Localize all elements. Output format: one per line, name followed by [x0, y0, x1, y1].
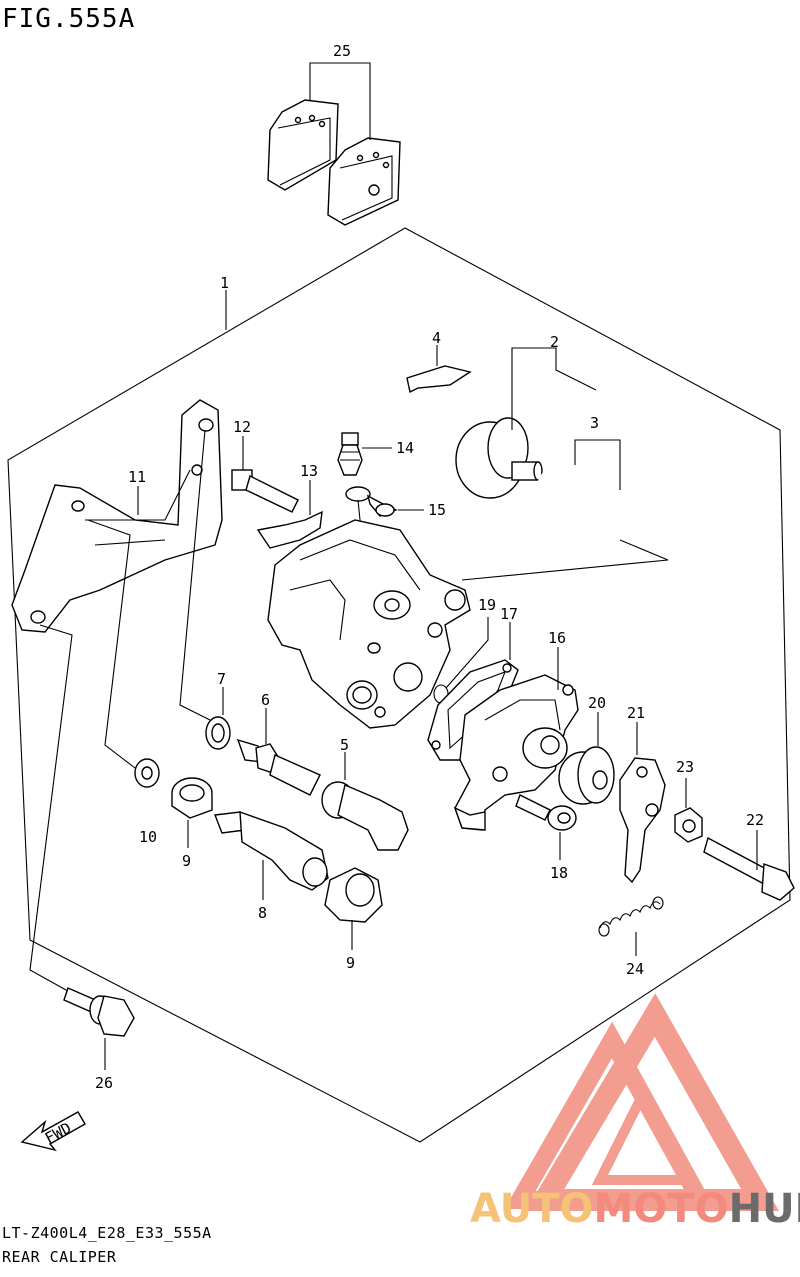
callout-9b: 9 — [346, 954, 355, 972]
callout-10: 10 — [139, 828, 157, 846]
callout-4: 4 — [432, 329, 441, 347]
watermark-logo — [504, 993, 779, 1211]
callout-11: 11 — [128, 468, 146, 486]
slide-pin-lower — [214, 810, 329, 891]
callout-7: 7 — [217, 670, 226, 688]
leader-19 — [445, 617, 489, 689]
return-spring — [598, 896, 664, 937]
callout-17: 17 — [500, 605, 518, 623]
parking-brake-housing — [453, 674, 579, 831]
callout-23: 23 — [676, 758, 694, 776]
callout-14: 14 — [396, 439, 414, 457]
callout-15: 15 — [428, 501, 446, 519]
leader-11c — [179, 429, 211, 721]
pad-spring — [406, 365, 472, 394]
bushing-right — [324, 867, 383, 923]
leader-25 — [309, 62, 371, 140]
slide-pin-upper — [236, 738, 321, 796]
leader-3b — [461, 539, 669, 581]
callout-26: 26 — [95, 1074, 113, 1092]
callout-21: 21 — [627, 704, 645, 722]
model-code: LT-Z400L4_E28_E33_555A — [2, 1224, 212, 1242]
boot-large — [321, 781, 409, 851]
callout-8: 8 — [258, 904, 267, 922]
callout-25: 25 — [333, 42, 351, 60]
callout-1: 1 — [220, 274, 229, 292]
section-name: REAR CALIPER — [2, 1248, 117, 1266]
callout-22: 22 — [746, 811, 764, 829]
fwd-direction-arrow — [20, 1111, 86, 1152]
adjuster-bolt — [703, 836, 795, 901]
washer — [134, 758, 160, 788]
callout-24: 24 — [626, 960, 644, 978]
bleeder-valve — [337, 432, 363, 476]
leader-11b — [87, 519, 136, 769]
figure-title: FIG.555A — [2, 4, 136, 34]
adjuster-cam — [558, 746, 615, 805]
watermark-hub: HUB — [729, 1186, 800, 1232]
leader-3 — [574, 439, 621, 490]
assembly-outline — [7, 227, 791, 1143]
banjo-washer — [345, 486, 398, 517]
brake-pad-set — [267, 99, 401, 226]
callout-6: 6 — [261, 691, 270, 709]
parking-lever — [619, 757, 666, 884]
caliper-piston — [455, 417, 543, 499]
boot-small — [205, 716, 231, 750]
callout-13: 13 — [300, 462, 318, 480]
callout-18: 18 — [550, 864, 568, 882]
caliper-body — [267, 519, 471, 729]
callout-5: 5 — [340, 736, 349, 754]
callout-20: 20 — [588, 694, 606, 712]
callout-2: 2 — [550, 333, 559, 351]
leader-2 — [511, 347, 597, 430]
callout-12: 12 — [233, 418, 251, 436]
lever-nut — [674, 807, 703, 843]
housing-bolt — [515, 794, 577, 831]
leader-11d — [29, 624, 76, 996]
pad-retainer — [256, 510, 323, 549]
watermark-auto: AUTO — [470, 1186, 594, 1232]
watermark-moto: MOTO — [594, 1186, 729, 1232]
callout-16: 16 — [548, 629, 566, 647]
bracket-bolt — [63, 987, 135, 1037]
callout-3: 3 — [590, 414, 599, 432]
callout-9a: 9 — [182, 852, 191, 870]
bushing-left — [171, 777, 213, 819]
callout-19: 19 — [478, 596, 496, 614]
caliper-bracket — [11, 399, 223, 633]
watermark-text: AUTOMOTOHUB — [470, 1186, 800, 1232]
pin-bolt — [231, 469, 299, 513]
piston-seals — [535, 463, 635, 560]
